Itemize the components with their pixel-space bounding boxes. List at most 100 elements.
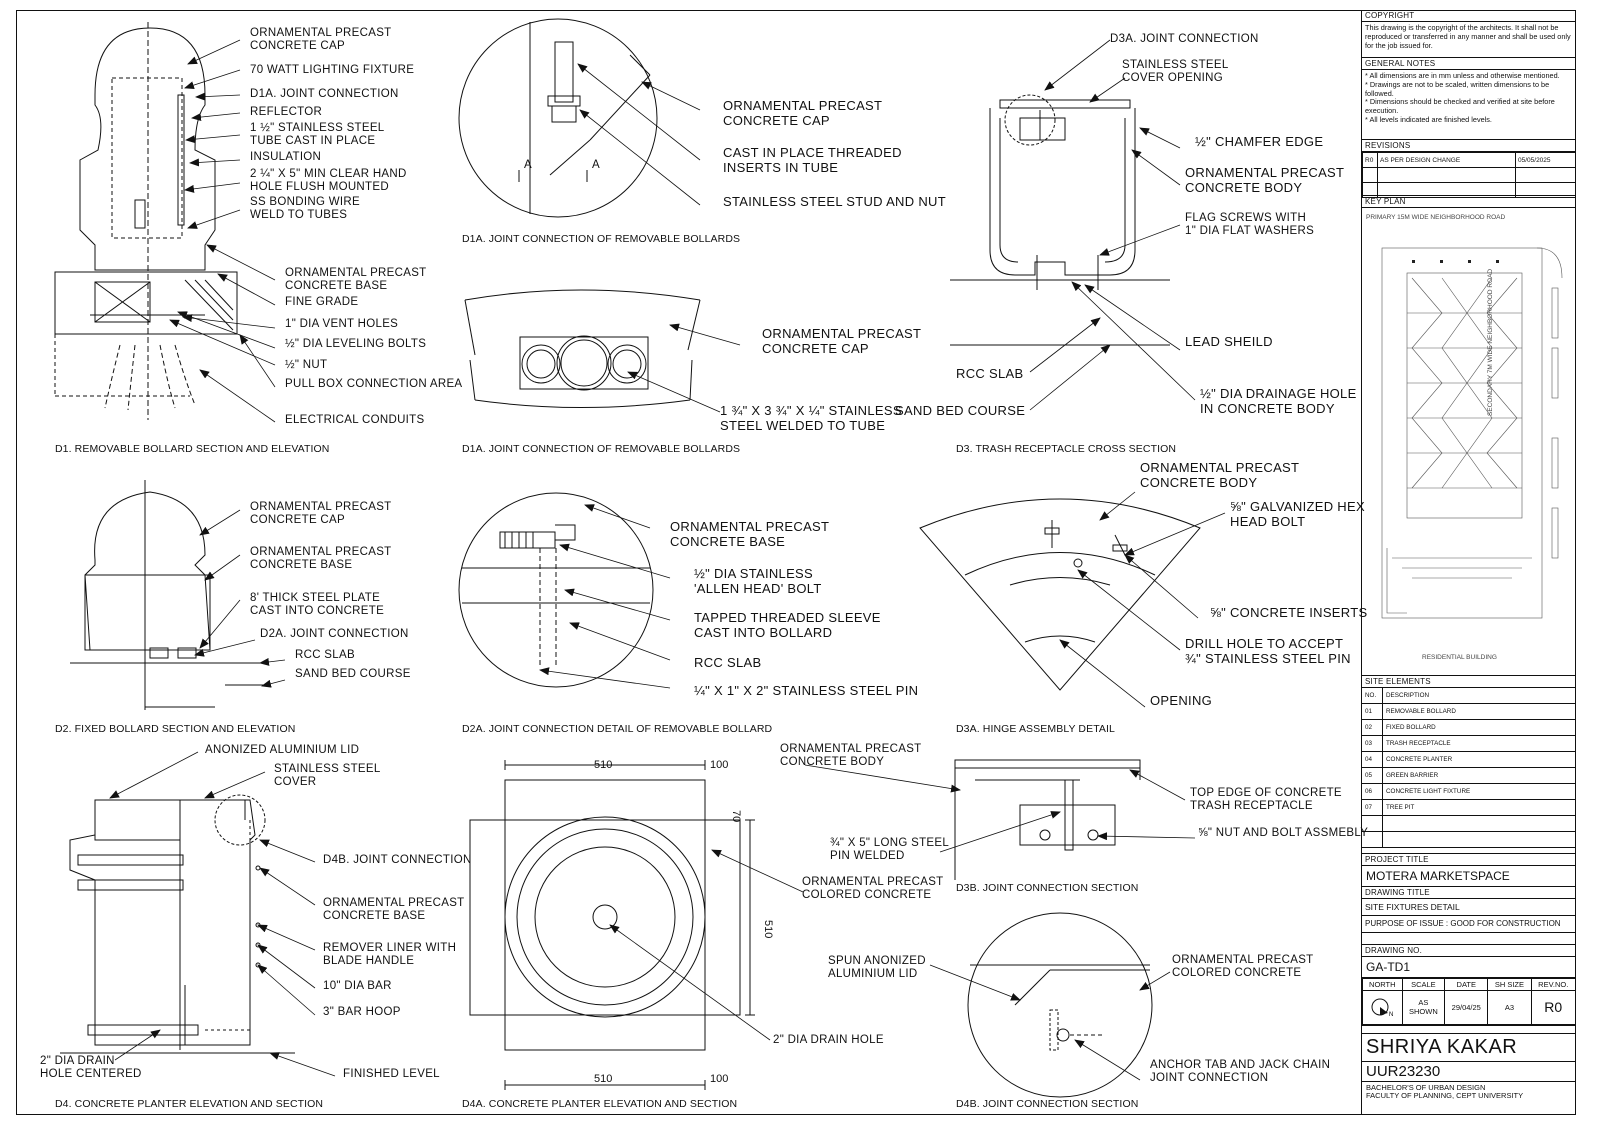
meta-value-row: N AS SHOWN 29/04/25 A3 R0 bbox=[1362, 989, 1576, 1025]
drawing-title-value: SITE FIXTURES DETAIL bbox=[1362, 899, 1576, 917]
se-desc: GREEN BARRIER bbox=[1382, 767, 1576, 784]
d4a-dimension: 70 bbox=[730, 810, 742, 822]
se-no: 04 bbox=[1362, 751, 1383, 768]
general-notes-box: GENERAL NOTES * All dimensions are in mm… bbox=[1362, 58, 1576, 140]
d3-title: D3. TRASH RECEPTACLE CROSS SECTION bbox=[956, 443, 1176, 455]
purpose-of-issue: PURPOSE OF ISSUE : GOOD FOR CONSTRUCTION bbox=[1365, 919, 1561, 929]
d4-label: FINISHED LEVEL bbox=[343, 1068, 440, 1080]
drawing-title-box: DRAWING TITLE SITE FIXTURES DETAIL PURPO… bbox=[1362, 887, 1576, 933]
svg-text:N: N bbox=[1389, 1012, 1393, 1017]
meta-box: NORTH SCALE DATE SH SIZE REV.NO. N AS SH… bbox=[1362, 977, 1576, 1026]
d1a-bottom-leaders bbox=[627, 323, 741, 413]
se-desc: TRASH RECEPTACLE bbox=[1382, 735, 1576, 752]
meta-header-scale: SCALE bbox=[1401, 977, 1446, 991]
drawing-no-heading: DRAWING NO. bbox=[1362, 945, 1576, 957]
d3-label: SAND BED COURSE bbox=[895, 403, 1025, 418]
general-note-3: * Dimensions should be checked and verif… bbox=[1365, 97, 1555, 115]
d4a-dimension: 100 bbox=[710, 1073, 728, 1085]
d4-title: D4. CONCRETE PLANTER ELEVATION AND SECTI… bbox=[55, 1098, 323, 1110]
key-plan-heading: KEY PLAN bbox=[1362, 196, 1576, 208]
d1-label: REFLECTOR bbox=[250, 106, 322, 118]
d4-label: 3" BAR HOOP bbox=[323, 1006, 401, 1018]
revisions-heading: REVISIONS bbox=[1362, 140, 1576, 152]
d1-label: 70 WATT LIGHTING FIXTURE bbox=[250, 64, 414, 76]
spacer bbox=[1362, 1026, 1576, 1034]
date-value: 29/04/25 bbox=[1444, 989, 1489, 1025]
d2a-label: ¼" X 1" X 2" STAINLESS STEEL PIN bbox=[694, 683, 918, 698]
revision-desc: AS PER DESIGN CHANGE bbox=[1377, 152, 1516, 168]
d4b-leaders bbox=[929, 964, 1171, 1081]
drawing-no-box: DRAWING NO. GA-TD1 bbox=[1362, 945, 1576, 978]
meta-header-north: NORTH bbox=[1362, 977, 1403, 991]
d3-leaders bbox=[1029, 39, 1196, 411]
general-note-1: * All dimensions are in mm unless and ot… bbox=[1365, 71, 1560, 80]
se-header-no: NO. bbox=[1362, 688, 1383, 704]
se-no: 02 bbox=[1362, 719, 1383, 736]
d3a-title: D3A. HINGE ASSEMBLY DETAIL bbox=[956, 723, 1115, 735]
d3a-leaders bbox=[1059, 491, 1226, 708]
d4a-dimension: 510 bbox=[594, 1073, 612, 1085]
site-elements-header-row: NO.DESCRIPTION bbox=[1362, 688, 1576, 704]
site-elements-heading: SITE ELEMENTS bbox=[1362, 676, 1576, 688]
drawing-title-heading: DRAWING TITLE bbox=[1362, 887, 1576, 899]
d3b-leaders bbox=[804, 764, 1196, 853]
d1-removable-bollard-drawing bbox=[54, 22, 238, 420]
d2-label: RCC SLAB bbox=[295, 649, 355, 661]
meta-header-row: NORTH SCALE DATE SH SIZE REV.NO. bbox=[1362, 977, 1576, 991]
d4-leaders bbox=[109, 751, 336, 1077]
revision-no: R0 bbox=[1362, 152, 1378, 168]
drawing-no-value: GA-TD1 bbox=[1366, 959, 1411, 974]
se-no: 05 bbox=[1362, 767, 1383, 784]
roll-no-box: UUR23230 bbox=[1362, 1062, 1576, 1082]
general-notes-heading: GENERAL NOTES bbox=[1362, 58, 1576, 70]
copyright-box: COPYRIGHT This drawing is the copyright … bbox=[1362, 10, 1576, 58]
d1-label: ½" NUT bbox=[285, 359, 327, 371]
site-element-row-empty bbox=[1362, 831, 1576, 848]
site-element-row-empty bbox=[1362, 815, 1576, 832]
author-name: SHRIYA KAKAR bbox=[1366, 1035, 1518, 1058]
d1-label: PULL BOX CONNECTION AREA bbox=[285, 378, 462, 390]
d3-trash-receptacle-drawing bbox=[950, 94, 1170, 346]
north-arrow-icon: N bbox=[1362, 989, 1403, 1025]
d4a-dimension: 510 bbox=[594, 759, 612, 771]
d1a-joint-circle-top bbox=[458, 18, 658, 218]
se-desc: REMOVABLE BOLLARD bbox=[1382, 703, 1576, 720]
revision-row-empty bbox=[1362, 167, 1576, 183]
d2-label: SAND BED COURSE bbox=[295, 668, 411, 680]
se-no: 03 bbox=[1362, 735, 1383, 752]
rev-value: R0 bbox=[1530, 989, 1576, 1025]
d3b-title: D3B. JOINT CONNECTION SECTION bbox=[956, 882, 1138, 894]
d4b-joint-section bbox=[967, 912, 1153, 1098]
d1-label: ELECTRICAL CONDUITS bbox=[285, 414, 424, 426]
key-plan-box: KEY PLAN PRIMARY 15M WIDE NEIGHBORHOOD R… bbox=[1362, 196, 1576, 676]
d2a-label: ½" DIA STAINLESS'ALLEN HEAD' BOLT bbox=[694, 566, 822, 596]
d1-label: D1A. JOINT CONNECTION bbox=[250, 88, 399, 100]
d3a-hinge-drawing bbox=[919, 498, 1201, 691]
copyright-heading: COPYRIGHT bbox=[1362, 10, 1576, 22]
scale-value: AS SHOWN bbox=[1401, 989, 1446, 1025]
d1a_top-label: STAINLESS STEEL STUD AND NUT bbox=[723, 194, 946, 209]
key-plan-building-label: RESIDENTIAL BUILDING bbox=[1422, 654, 1497, 661]
